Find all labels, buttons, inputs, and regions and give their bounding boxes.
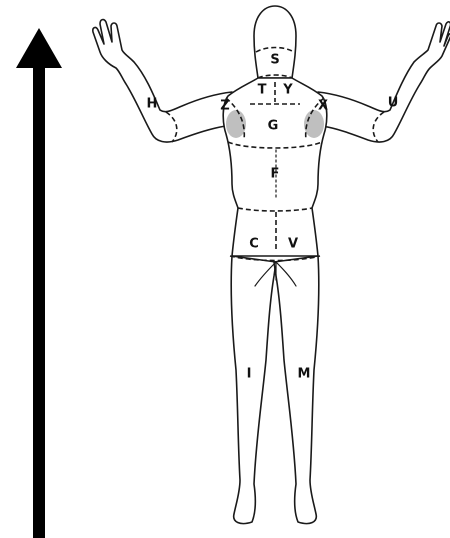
right-leg xyxy=(274,256,319,524)
right-arm xyxy=(318,22,450,142)
zone-label-x: X xyxy=(318,99,328,114)
arrow-shaft xyxy=(33,66,45,538)
zone-label-m: M xyxy=(298,367,311,382)
right-shoulder-shading xyxy=(304,110,324,138)
zone-label-i: I xyxy=(247,367,252,382)
zone-label-s: S xyxy=(270,53,279,68)
zone-label-u: U xyxy=(388,96,399,111)
human-figure xyxy=(93,6,450,524)
up-arrow xyxy=(16,28,62,538)
left-shoulder-shading xyxy=(226,110,246,138)
arrow-head xyxy=(16,28,62,68)
zone-label-c: C xyxy=(249,237,259,252)
zone-label-g: G xyxy=(268,119,279,134)
left-leg xyxy=(231,256,276,524)
zone-label-y: Y xyxy=(282,83,293,98)
zone-label-t: T xyxy=(258,83,267,98)
left-arm xyxy=(93,20,232,142)
zone-label-f: F xyxy=(271,167,280,182)
zone-label-h: H xyxy=(147,97,158,112)
zone-label-v: V xyxy=(288,237,298,252)
zone-label-z: Z xyxy=(220,99,229,114)
